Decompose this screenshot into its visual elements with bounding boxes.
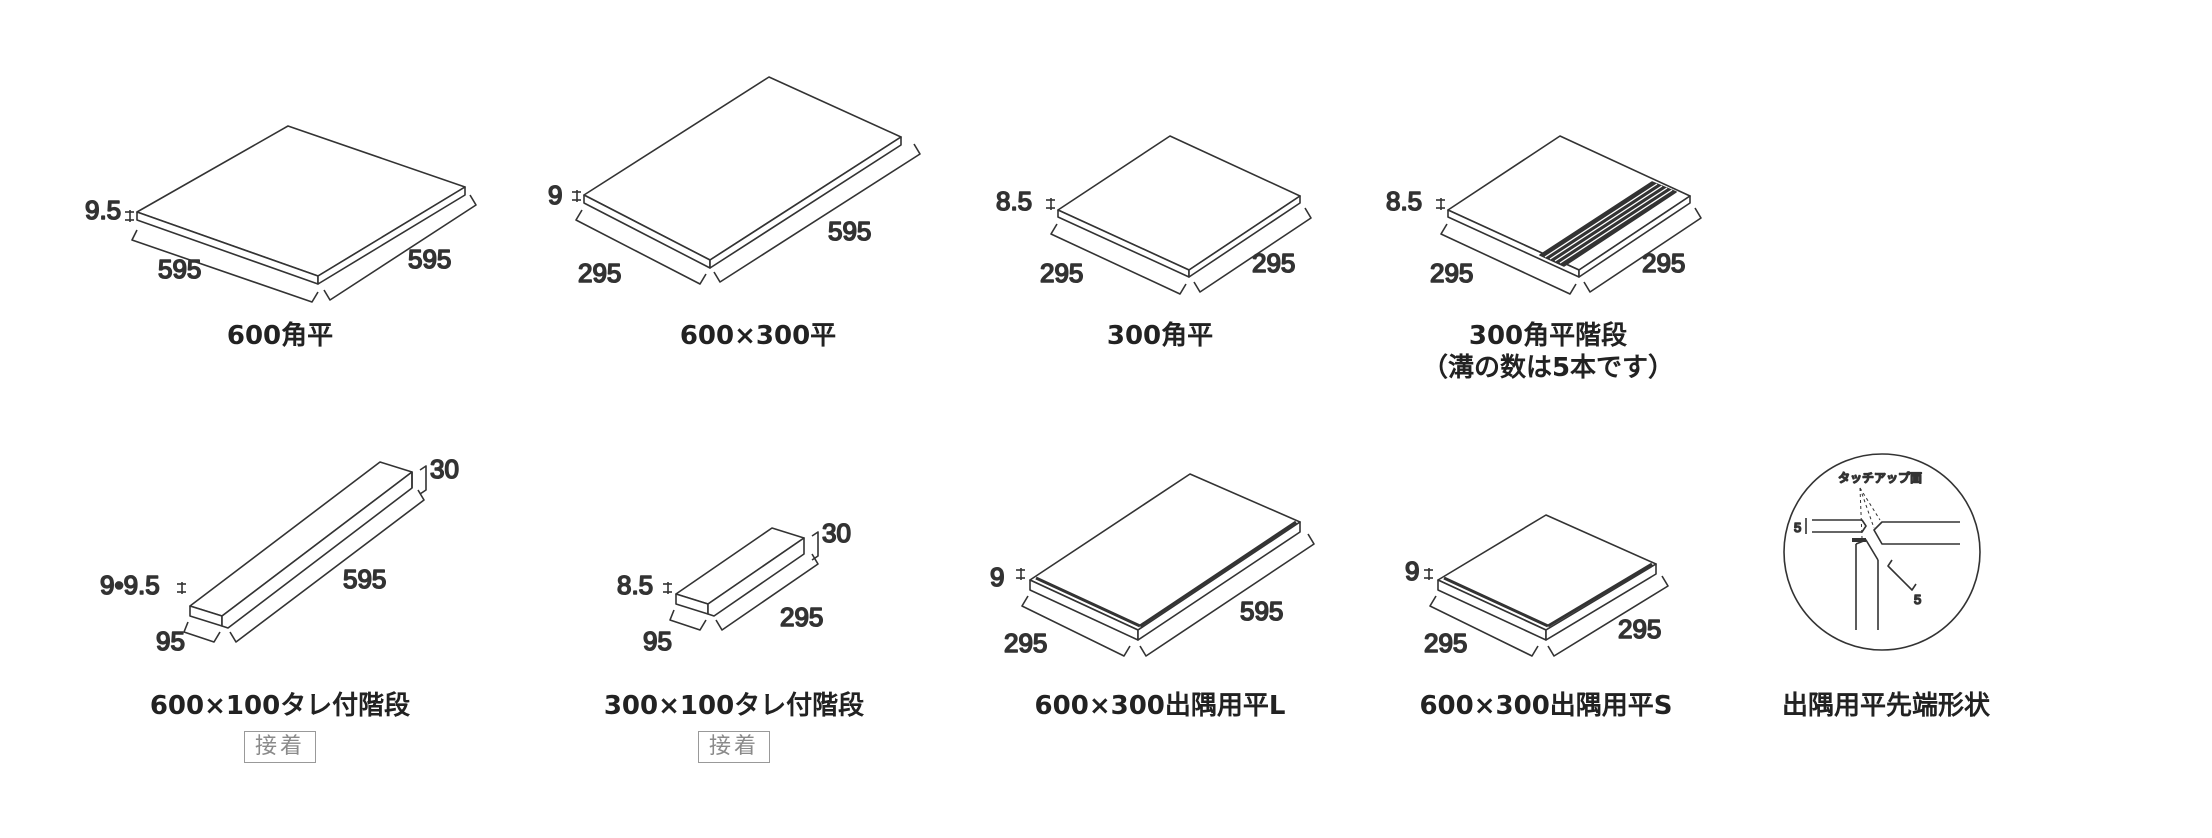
caption-600-square: 600角平 xyxy=(227,320,333,351)
dim-right: 595 xyxy=(1240,596,1283,626)
caption-600x300: 600×300平 xyxy=(680,321,836,351)
dim-right: 595 xyxy=(343,564,386,594)
dim-left: 295 xyxy=(1430,258,1473,288)
caption-300-square: 300角平 xyxy=(1107,320,1213,351)
dim-right: 295 xyxy=(1252,248,1295,278)
touch-up-label: タッチアップ面 xyxy=(1838,471,1922,485)
dim-b: 5 xyxy=(1914,592,1921,607)
dim-right: 295 xyxy=(1618,614,1661,644)
tile-600x300-corner-flat-s: 9 295 295 xyxy=(1404,514,1669,659)
dim-thickness: 8.5 xyxy=(617,570,653,600)
caption-300-square-step-note: （溝の数は5本です） xyxy=(1422,353,1674,383)
caption-300x100-step: 300×100タレ付階段 xyxy=(604,690,864,721)
dim-thickness: 9 xyxy=(990,562,1004,592)
dim-a: 5 xyxy=(1794,520,1801,535)
caption-corner-edge: 出隅用平先端形状 xyxy=(1782,691,1991,721)
dim-right: 295 xyxy=(780,602,823,632)
caption-300-square-step: 300角平階段 xyxy=(1469,320,1627,351)
tile-300x100-nosing-step: 8.5 95 295 30 xyxy=(616,517,852,657)
caption-corner-l: 600×300出隅用平L xyxy=(1035,691,1286,721)
corner-edge-shape-detail: タッチアップ面 5 5 xyxy=(1783,453,1981,651)
dim-left: 295 xyxy=(1424,628,1467,658)
dim-right: 595 xyxy=(408,244,451,274)
dim-thickness: 9.5 xyxy=(85,195,121,225)
dim-thickness: 9•9.5 xyxy=(100,570,160,600)
tile-600-square-flat: 9.5 595 595 xyxy=(84,125,477,303)
adhesive-badge: 接着 xyxy=(244,731,316,763)
caption-600x100-step: 600×100タレ付階段 xyxy=(150,690,410,721)
dim-thickness: 8.5 xyxy=(996,186,1032,216)
dim-left: 295 xyxy=(1004,628,1047,658)
tile-600x300-flat: 9 295 595 xyxy=(547,76,921,289)
caption-corner-s: 600×300出隅用平S xyxy=(1419,691,1672,721)
dim-left: 95 xyxy=(156,626,185,656)
dim-thickness: 9 xyxy=(1405,556,1419,586)
dim-left: 95 xyxy=(643,626,672,656)
tile-300-square-flat: 8.5 295 295 xyxy=(995,135,1312,295)
tile-600x300-corner-flat-l: 9 295 595 xyxy=(989,473,1315,659)
dim-left: 295 xyxy=(1040,258,1083,288)
dim-thickness: 9 xyxy=(548,180,562,210)
tile-300-square-step: 8.5 295 295 xyxy=(1385,135,1702,295)
dim-left: 595 xyxy=(158,254,201,284)
tile-600x100-nosing-step: 9•9.5 95 595 30 xyxy=(99,453,460,657)
dim-right: 595 xyxy=(828,216,871,246)
dim-height: 30 xyxy=(430,454,459,484)
dim-height: 30 xyxy=(822,518,851,548)
dim-right: 295 xyxy=(1642,248,1685,278)
dim-thickness: 8.5 xyxy=(1386,186,1422,216)
adhesive-badge: 接着 xyxy=(698,731,770,763)
dim-left: 295 xyxy=(578,258,621,288)
